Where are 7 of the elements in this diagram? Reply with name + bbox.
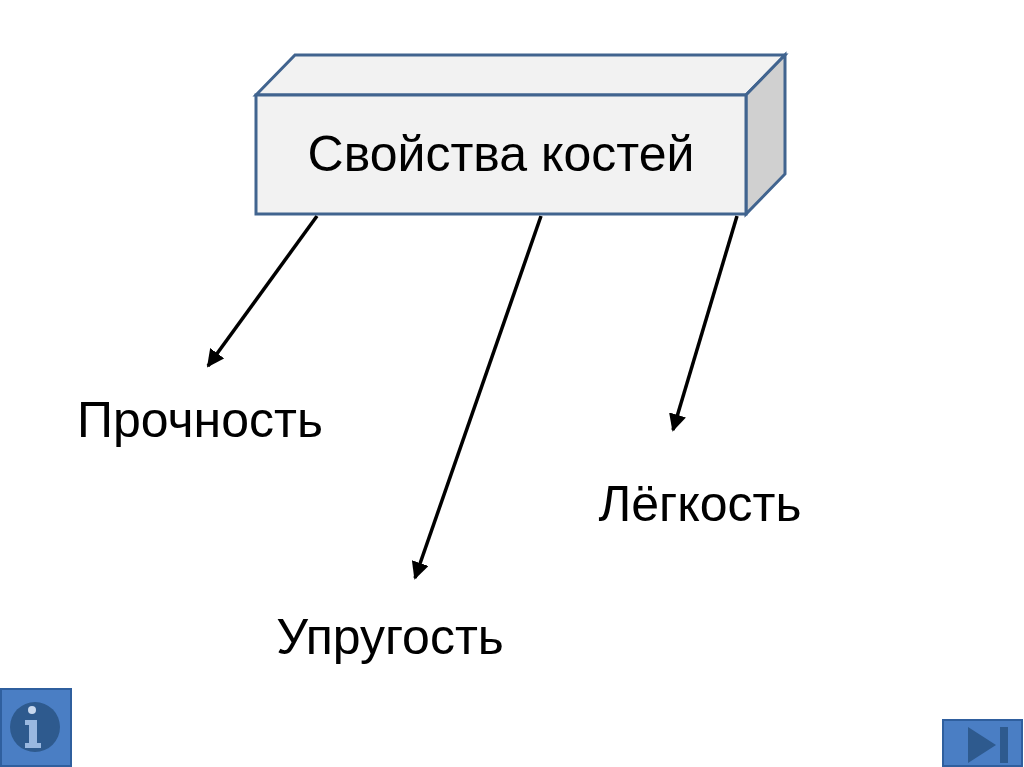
property-label: Прочность — [77, 393, 323, 448]
property-label: Лёгкость — [598, 477, 802, 532]
property-label: Упругость — [276, 610, 504, 665]
arrow — [411, 215, 543, 580]
box-title: Свойства костей — [307, 127, 695, 182]
arrow — [669, 215, 739, 432]
arrow — [206, 214, 319, 368]
